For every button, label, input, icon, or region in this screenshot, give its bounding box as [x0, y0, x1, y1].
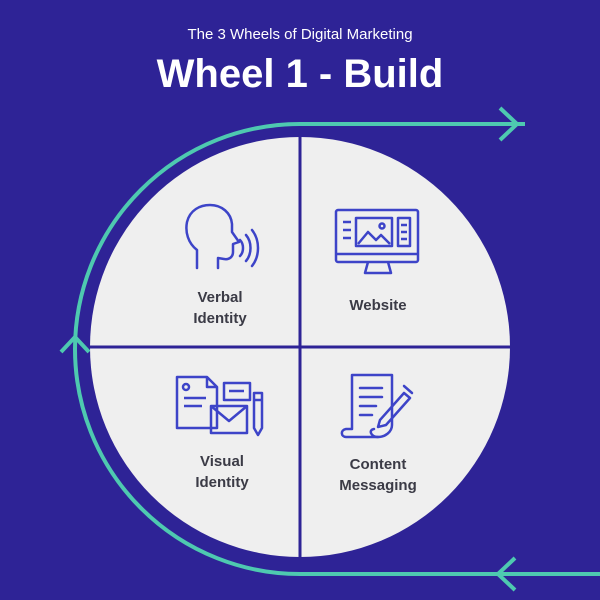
arrow-up-head: [59, 334, 91, 354]
speaking-head-icon: [185, 203, 260, 270]
monitor-icon: [334, 208, 420, 275]
quadrant-label-verbal-identity: Verbal Identity: [193, 289, 247, 327]
arrow-right-head: [498, 106, 520, 142]
arrow-left-head: [495, 556, 517, 592]
subtitle: The 3 Wheels of Digital Marketing: [187, 26, 413, 43]
quadrant-label-website: Website: [349, 297, 407, 314]
cycle-path: [73, 122, 600, 576]
quadrant-label-content-messaging: Content Messaging: [339, 456, 417, 494]
documents-envelope-icon: [175, 375, 264, 437]
page-title: Wheel 1 - Build: [156, 52, 444, 96]
document-pen-icon: [340, 373, 414, 439]
quadrant-label-visual-identity: Visual Identity: [195, 453, 249, 491]
